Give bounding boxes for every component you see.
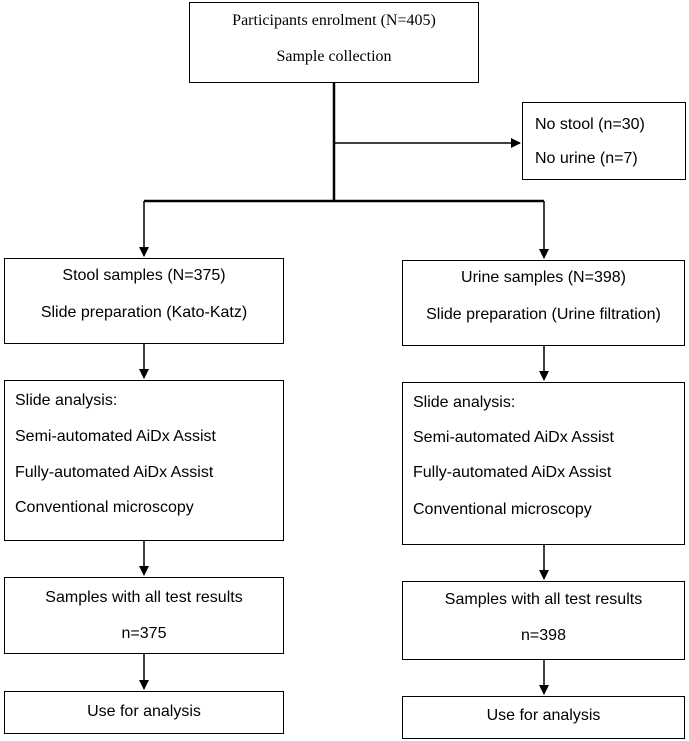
stool-analysis-item: Fully-automated AiDx Assist xyxy=(15,464,214,481)
urine-samples-label: Urine samples (N=398) xyxy=(461,269,626,286)
urine-analysis-item: Fully-automated AiDx Assist xyxy=(413,464,612,481)
stool-results-count: n=375 xyxy=(121,625,167,642)
stool-results-label: Samples with all test results xyxy=(45,589,243,606)
stool-analysis-heading: Slide analysis: xyxy=(15,392,118,409)
urine-analysis-item: Conventional microscopy xyxy=(413,501,592,518)
stool-samples-label: Stool samples (N=375) xyxy=(62,267,226,284)
stool-use-box: Use for analysis xyxy=(4,691,284,734)
urine-results-box: Samples with all test results n=398 xyxy=(402,581,685,660)
urine-results-label: Samples with all test results xyxy=(444,591,643,608)
no-stool-label: No stool (n=30) xyxy=(535,116,645,133)
urine-slide-prep-label: Slide preparation (Urine filtration) xyxy=(426,306,661,323)
stool-results-box: Samples with all test results n=375 xyxy=(4,577,284,654)
stool-use-label: Use for analysis xyxy=(87,703,201,720)
no-urine-label: No urine (n=7) xyxy=(535,150,638,167)
stool-samples-box: Stool samples (N=375) Slide preparation … xyxy=(4,258,284,344)
excluded-box: No stool (n=30) No urine (n=7) xyxy=(522,102,686,180)
urine-analysis-item: Semi-automated AiDx Assist xyxy=(413,429,614,446)
stool-analysis-item: Semi-automated AiDx Assist xyxy=(15,428,216,445)
urine-analysis-box: Slide analysis: Semi-automated AiDx Assi… xyxy=(402,382,685,545)
enrolment-label: Participants enrolment (N=405) xyxy=(232,12,436,29)
sample-collection-label: Sample collection xyxy=(276,48,392,65)
stool-analysis-item: Conventional microscopy xyxy=(15,499,194,516)
urine-analysis-heading: Slide analysis: xyxy=(413,394,516,411)
urine-use-label: Use for analysis xyxy=(486,707,601,724)
urine-samples-box: Urine samples (N=398) Slide preparation … xyxy=(402,260,685,346)
urine-results-count: n=398 xyxy=(521,627,566,644)
urine-use-box: Use for analysis xyxy=(402,696,685,739)
stool-analysis-box: Slide analysis: Semi-automated AiDx Assi… xyxy=(4,380,284,541)
stool-slide-prep-label: Slide preparation (Kato-Katz) xyxy=(40,304,248,321)
enrolment-box: Participants enrolment (N=405) Sample co… xyxy=(189,2,479,83)
